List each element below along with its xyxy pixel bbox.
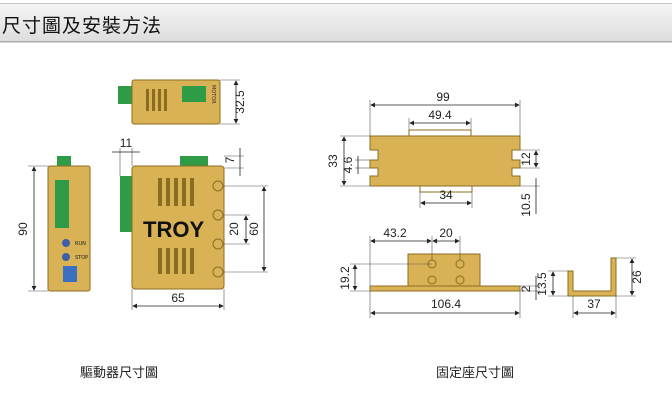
driver-top-view: MOTOR [118, 79, 240, 125]
stop-label: STOP [75, 255, 88, 261]
dim-pitch: 20 [227, 222, 241, 236]
dim-height: 90 [16, 222, 30, 236]
l-bracket-view [548, 257, 636, 318]
dim-side-offset: 43.2 [383, 226, 407, 240]
dim-small-right: 7 [223, 156, 237, 163]
run-label: RUN [75, 241, 86, 247]
dim-hole-span: 60 [247, 222, 261, 236]
dim-mount-height: 33 [326, 154, 340, 168]
dim-side-height: 19.2 [338, 266, 352, 290]
section-header: 尺寸圖及安裝方法 [0, 3, 672, 42]
mount-top-view [340, 100, 540, 214]
driver-front-view: TROY [112, 148, 268, 310]
dim-center: 34 [439, 188, 453, 202]
dim-thick: 2 [519, 285, 533, 292]
dim-inner: 4.6 [341, 156, 355, 173]
dim-right-small: 10.5 [519, 193, 533, 217]
dim-right-slot: 12 [519, 152, 533, 166]
dim-top-height: 32.5 [233, 90, 247, 114]
brand-logo: TROY [143, 217, 204, 242]
dim-width: 65 [171, 291, 185, 305]
dim-l-total: 26 [630, 270, 644, 284]
dim-slot: 49.4 [428, 108, 452, 122]
motor-label: MOTOR [210, 85, 216, 104]
dim-width-top: 11 [120, 136, 133, 150]
section-title: 尺寸圖及安裝方法 [2, 15, 163, 37]
dim-side-length: 106.4 [431, 297, 461, 311]
header-divider [0, 42, 672, 43]
dim-length: 99 [436, 90, 450, 104]
mount-side-view [350, 236, 540, 318]
mount-caption: 固定座尺寸圖 [436, 366, 515, 381]
dim-l-height: 13.5 [535, 272, 549, 296]
dim-side-pitch: 20 [439, 226, 453, 240]
driver-caption: 驅動器尺寸圖 [80, 366, 159, 381]
dim-l-width: 37 [587, 297, 601, 311]
driver-side-view: RUN STOP [28, 156, 91, 292]
